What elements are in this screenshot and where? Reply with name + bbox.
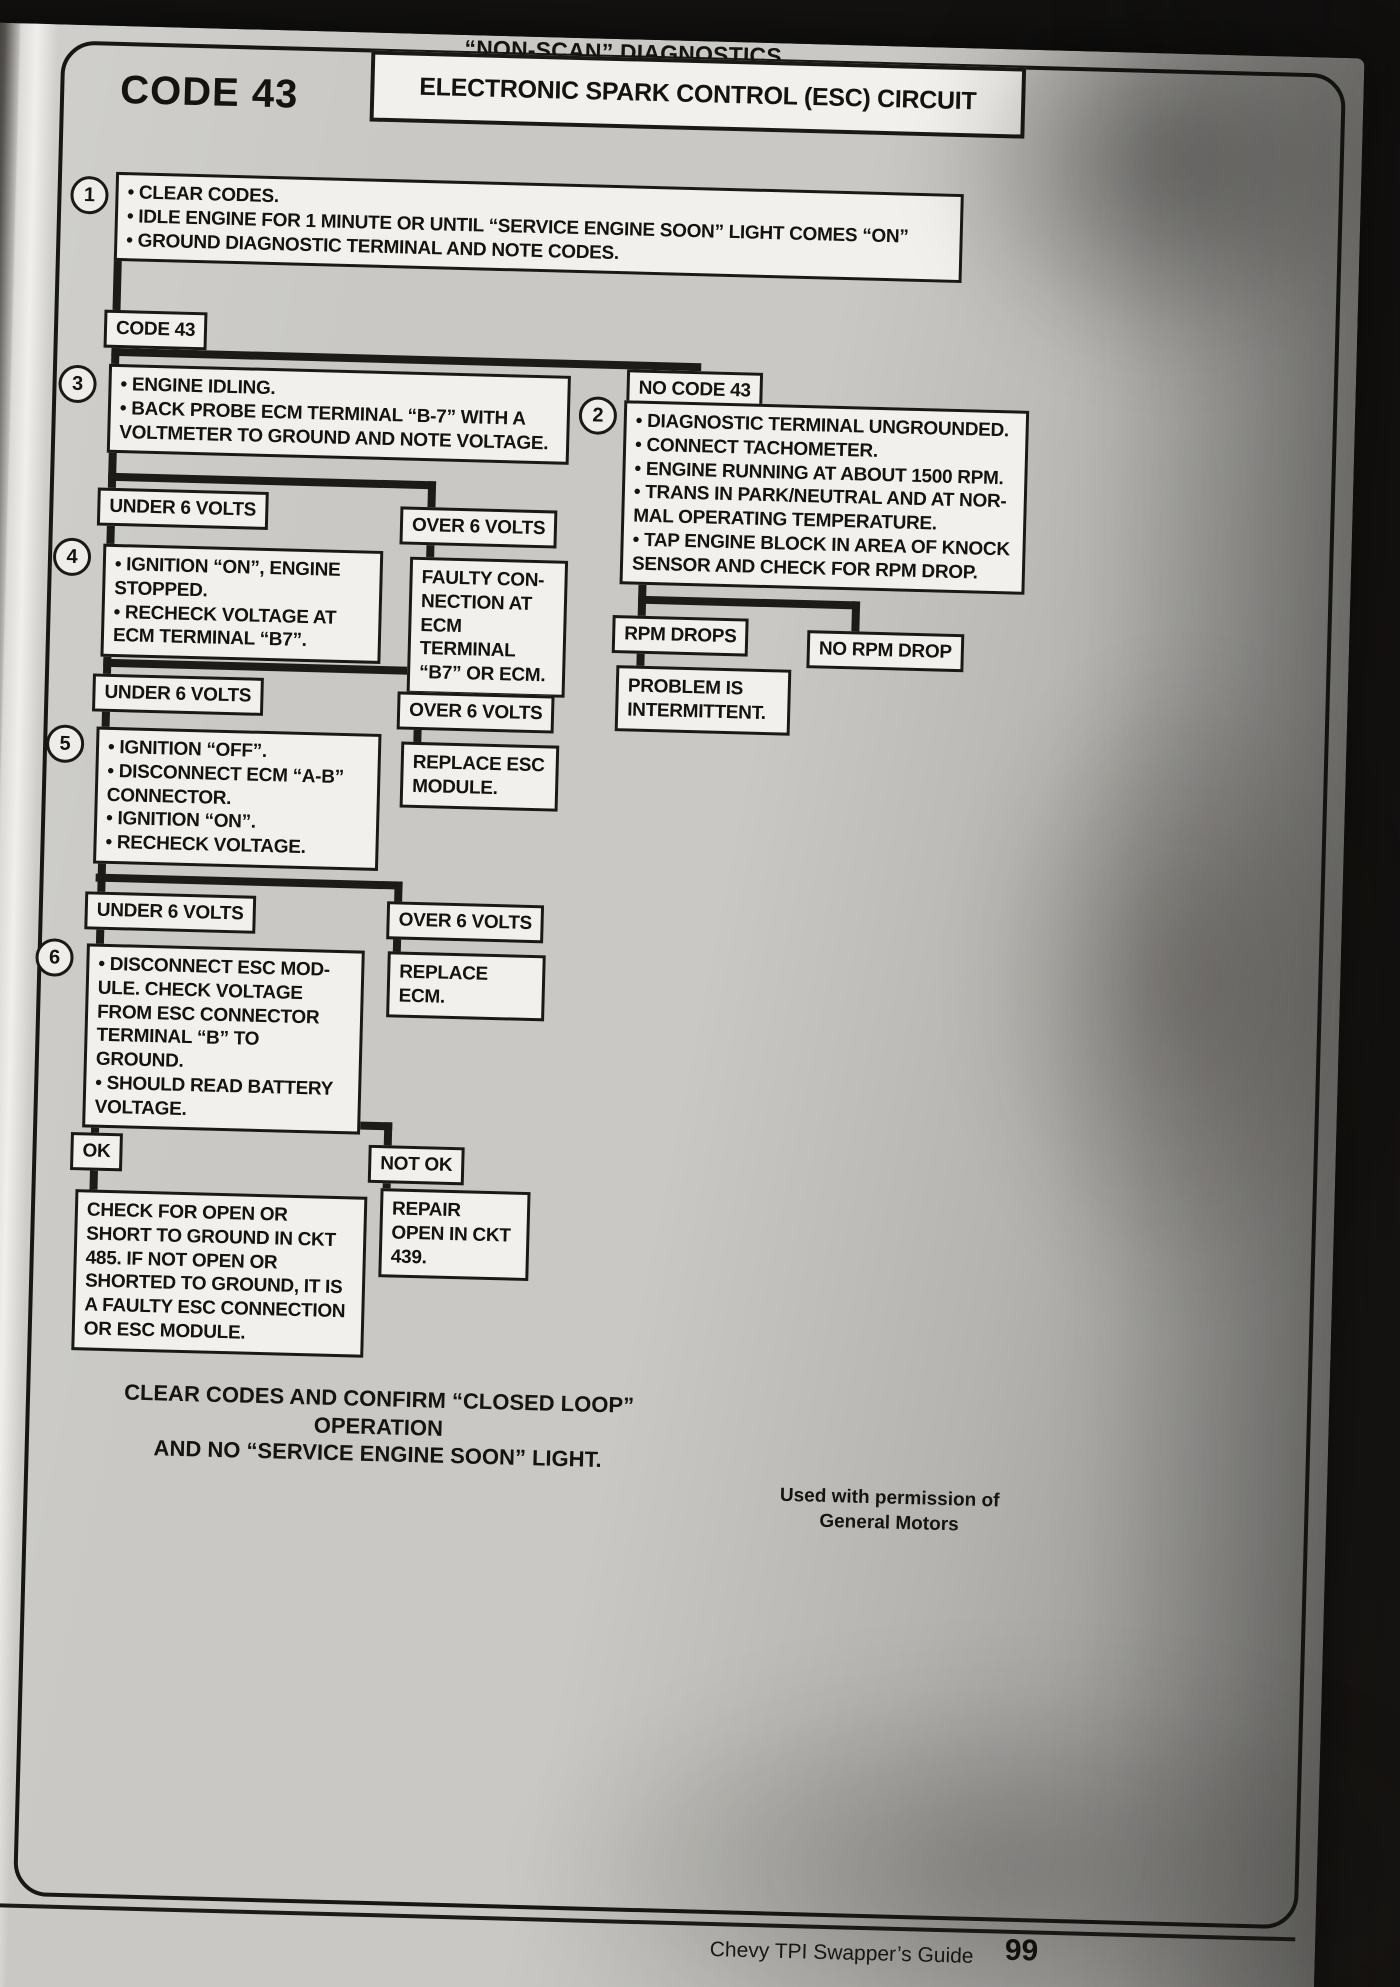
footer-page-number: 99	[1004, 1933, 1039, 1968]
problem-intermittent-box: PROBLEM IS INTERMITTENT.	[614, 665, 792, 736]
step-2-bullet: • TAP ENGINE BLOCK IN AREA OF KNOCK SENS…	[631, 529, 1011, 584]
label-over-6-volts-3: OVER 6 VOLTS	[386, 901, 545, 944]
label-not-ok: NOT OK	[367, 1144, 465, 1186]
label-code-43: CODE 43	[103, 309, 208, 351]
permission-note: Used with permission of General Motors	[769, 1483, 1010, 1539]
replace-ecm-box: REPLACE ECM.	[386, 951, 546, 1021]
check-ckt-485-box: CHECK FOR OPEN OR SHORT TO GROUND IN CKT…	[71, 1189, 368, 1358]
label-over-6-volts-2: OVER 6 VOLTS	[396, 691, 555, 734]
book-page: “NON-SCAN” DIAGNOSTICS CODE 43 ELECTRONI…	[0, 22, 1365, 1987]
label-under-6-volts-3: UNDER 6 VOLTS	[84, 891, 256, 934]
step-2-box: • DIAGNOSTIC TERMINAL UNGROUNDED. • CONN…	[619, 400, 1030, 596]
step-4-bullet: • RECHECK VOLTAGE AT ECM TERMINAL “B7”.	[112, 601, 337, 652]
label-no-rpm-drop: NO RPM DROP	[806, 630, 965, 672]
label-rpm-drops: RPM DROPS	[611, 615, 750, 657]
label-under-6-volts-1: UNDER 6 VOLTS	[96, 487, 269, 530]
label-ok: OK	[69, 1132, 123, 1172]
step-6-bullet: • DISCONNECT ESC MOD-ULE. CHECK VOLTAGE …	[95, 953, 331, 1072]
step-3-box: • ENGINE IDLING. • BACK PROBE ECM TERMIN…	[106, 363, 571, 466]
step-4-bullet: • IGNITION “ON”, ENGINE STOPPED.	[113, 553, 341, 602]
closing-note: CLEAR CODES AND CONFIRM “CLOSED LOOP” OP…	[77, 1377, 679, 1475]
faulty-connection-box: FAULTY CON-NECTION AT ECM TERMINAL “B7” …	[406, 556, 569, 698]
label-over-6-volts-1: OVER 6 VOLTS	[399, 506, 558, 549]
step-5-box: • IGNITION “OFF”. • DISCONNECT ECM “A-B”…	[93, 726, 382, 871]
step-5-bullet: • DISCONNECT ECM “A-B” CONNECTOR.	[106, 760, 345, 809]
footer-book-title: Chevy TPI Swapper’s Guide	[709, 1938, 974, 1968]
replace-esc-box: REPLACE ESC MODULE.	[399, 741, 560, 812]
step-6-box: • DISCONNECT ESC MOD-ULE. CHECK VOLTAGE …	[82, 943, 365, 1135]
label-under-6-volts-2: UNDER 6 VOLTS	[92, 673, 264, 716]
page-title: CODE 43	[119, 67, 299, 117]
step-4-box: • IGNITION “ON”, ENGINE STOPPED. • RECHE…	[100, 543, 384, 664]
step-6-bullet: • SHOULD READ BATTERY VOLTAGE.	[94, 1072, 333, 1120]
repair-ckt-439-box: REPAIR OPEN IN CKT 439.	[378, 1188, 531, 1282]
step-3-bullet: • BACK PROBE ECM TERMINAL “B-7” WITH A V…	[119, 397, 549, 454]
